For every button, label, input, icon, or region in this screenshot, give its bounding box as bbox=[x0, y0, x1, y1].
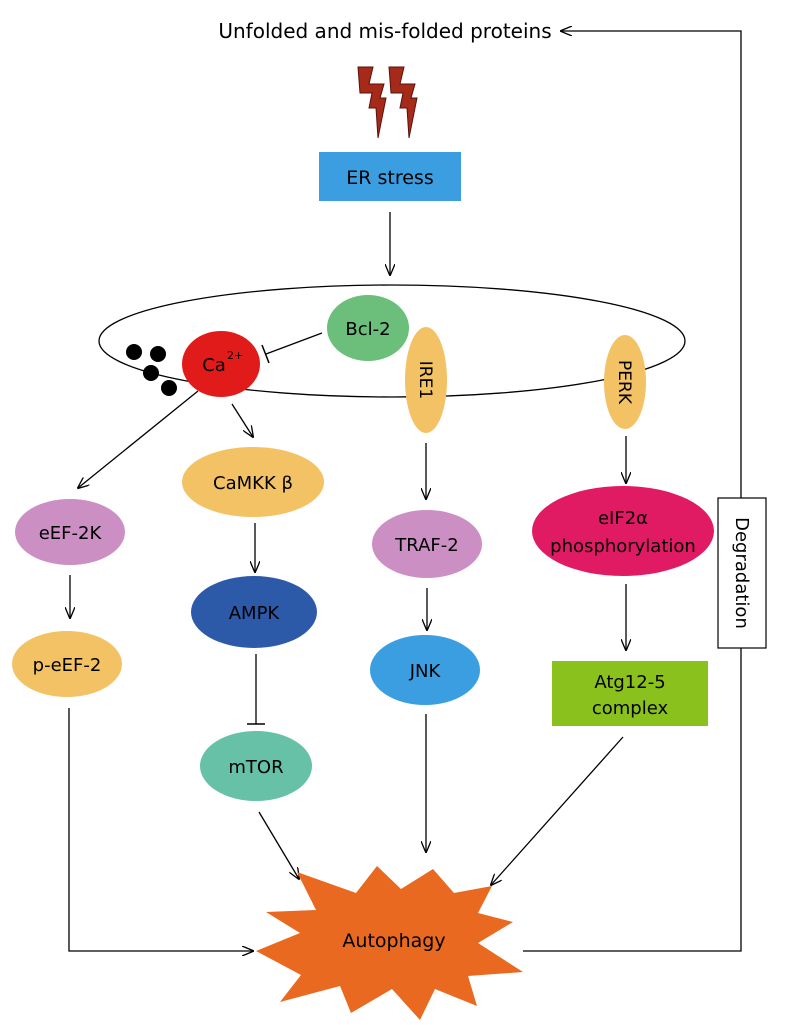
atg-box bbox=[552, 661, 708, 726]
degradation-label: Degradation bbox=[731, 517, 752, 629]
autophagy-label: Autophagy bbox=[342, 930, 445, 952]
perk-node bbox=[604, 335, 646, 429]
arrow-ca-to-camkk bbox=[231, 403, 253, 437]
ire1-node bbox=[405, 327, 447, 433]
arrow-atg-to-autophagy bbox=[491, 736, 624, 885]
ca-ion-dot bbox=[161, 380, 177, 396]
ire1-label: IRE1 bbox=[415, 361, 435, 399]
inhibition-bar-bcl2-to-ca bbox=[261, 344, 270, 364]
jnk-label: JNK bbox=[409, 661, 442, 682]
atg-label-line1: Atg12-5 bbox=[594, 672, 665, 693]
ampk-node bbox=[191, 576, 317, 648]
ca-base-text: Ca bbox=[202, 355, 226, 376]
er-membrane-ellipse bbox=[98, 284, 686, 398]
eif2a-node bbox=[532, 486, 714, 576]
lightning-bolt-left-icon bbox=[357, 66, 387, 139]
arrow-ca-to-eef2k bbox=[78, 390, 199, 488]
traf2-label: TRAF-2 bbox=[394, 535, 458, 556]
jnk-node bbox=[370, 635, 480, 705]
autophagy-starburst bbox=[256, 866, 523, 1020]
eef2k-label: eEF-2K bbox=[39, 523, 103, 544]
ca-superscript: 2+ bbox=[227, 349, 243, 362]
camkk-label: CaMKK β bbox=[213, 473, 293, 494]
traf2-node bbox=[372, 510, 482, 578]
ca-ion-dot bbox=[126, 344, 142, 360]
ca-node bbox=[182, 331, 260, 397]
ca-label: Ca bbox=[202, 355, 226, 376]
eif2a-label-line2: phosphorylation bbox=[550, 536, 696, 557]
ampk-label: AMPK bbox=[229, 603, 281, 624]
perk-label: PERK bbox=[614, 360, 634, 405]
er-stress-box bbox=[319, 152, 461, 201]
degradation-box bbox=[717, 497, 767, 649]
mtor-label: mTOR bbox=[228, 757, 283, 778]
bcl2-label: Bcl-2 bbox=[345, 319, 390, 340]
feedback-line-autophagy-to-degradation bbox=[523, 648, 742, 952]
feedback-arrow-degradation-to-proteins bbox=[561, 31, 742, 498]
peef2-label: p-eEF-2 bbox=[33, 655, 102, 676]
arrow-peef2-to-autophagy bbox=[68, 708, 253, 951]
ca-ion-dot bbox=[150, 346, 166, 362]
eif2a-label-line1: eIF2α bbox=[598, 508, 648, 529]
inhibition-bcl2-to-ca bbox=[265, 332, 323, 355]
eef2k-node bbox=[15, 499, 125, 565]
peef2-node bbox=[12, 631, 122, 697]
title-text: Unfolded and mis-folded proteins bbox=[218, 19, 551, 43]
bcl2-node bbox=[327, 295, 409, 361]
mtor-node bbox=[200, 731, 312, 801]
arrow-mtor-to-autophagy bbox=[258, 811, 299, 879]
ca-ion-dot bbox=[143, 365, 159, 381]
atg-label-line2: complex bbox=[592, 698, 669, 719]
camkk-node bbox=[182, 447, 324, 517]
er-stress-label: ER stress bbox=[346, 167, 433, 189]
lightning-bolt-right-icon bbox=[388, 66, 418, 139]
